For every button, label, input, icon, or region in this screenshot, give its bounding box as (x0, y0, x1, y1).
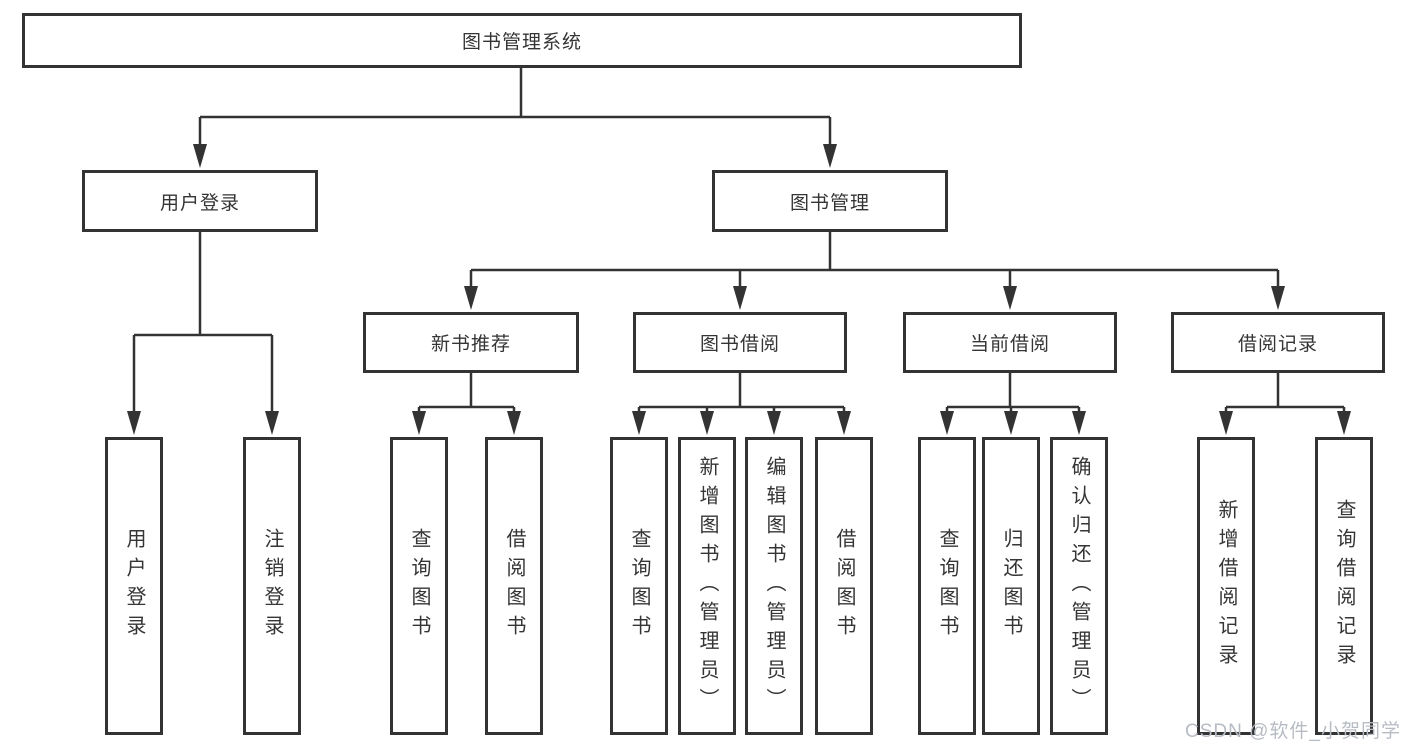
leaf-return-book: 归还图书 (982, 437, 1040, 735)
leaf-add-book-admin: 新增图书（管理员） (678, 437, 736, 735)
leaf-user-login: 用户登录 (105, 437, 163, 735)
leaf-query-books-borrowing: 查询图书 (610, 437, 668, 735)
arrowheads (127, 144, 1351, 435)
leaf-add-borrow-record: 新增借阅记录 (1197, 437, 1255, 735)
leaf-logout: 注销登录 (243, 437, 301, 735)
node-current-borrowing: 当前借阅 (903, 312, 1117, 373)
leaf-edit-book-admin: 编辑图书（管理员） (745, 437, 803, 735)
leaf-query-books-recommend: 查询图书 (390, 437, 448, 735)
leaf-borrow-books: 借阅图书 (815, 437, 873, 735)
csdn-watermark: CSDN @软件_小贺同学 (1185, 721, 1401, 742)
node-user-login: 用户登录 (82, 170, 318, 232)
node-borrowing-records: 借阅记录 (1171, 312, 1385, 373)
node-book-borrowing: 图书借阅 (633, 312, 847, 373)
node-book-management: 图书管理 (712, 170, 948, 232)
leaf-confirm-return-admin: 确认归还（管理员） (1050, 437, 1108, 735)
connector-segments (132, 68, 1346, 413)
node-new-book-recommendation: 新书推荐 (363, 312, 579, 373)
leaf-query-books-current: 查询图书 (918, 437, 976, 735)
leaf-borrow-books-recommend: 借阅图书 (485, 437, 543, 735)
node-library-management-system: 图书管理系统 (22, 13, 1022, 68)
leaf-query-borrow-record: 查询借阅记录 (1315, 437, 1373, 735)
